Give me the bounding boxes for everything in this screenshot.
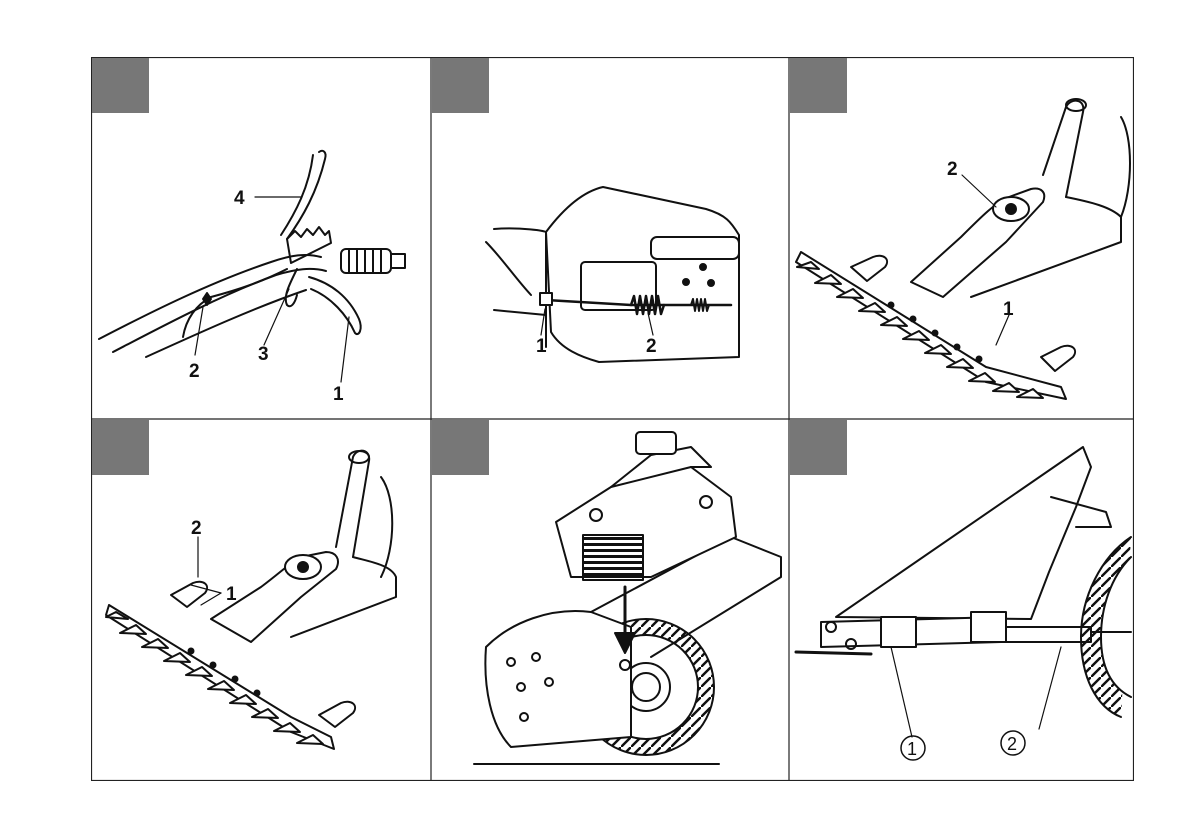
callout-1: 1 <box>333 384 344 405</box>
figure-sheet: 4 2 3 1 1 2 <box>91 57 1134 781</box>
cutter-mount-drawing <box>796 99 1130 399</box>
panel-4: 2 1 <box>92 420 396 749</box>
engine-wheel-drawing <box>474 432 781 764</box>
figure-grid: 4 2 3 1 1 2 <box>91 57 1134 781</box>
panel-6: 1 2 <box>790 420 1131 760</box>
callout-2: 2 <box>189 361 200 382</box>
callout-2: 2 <box>947 159 958 180</box>
callout-4: 4 <box>234 188 245 209</box>
handlebar-drawing <box>99 151 405 382</box>
housing-drawing <box>486 187 739 362</box>
panel-3: 2 1 <box>790 58 1130 399</box>
guard-drawing <box>796 447 1131 760</box>
panel-5-number-badge <box>432 420 489 475</box>
panel-2: 1 2 <box>432 58 739 362</box>
panel-2-number-badge <box>432 58 489 113</box>
panel-6-number-badge <box>790 420 847 475</box>
callout-2: 2 <box>191 518 202 539</box>
callout-1: 1 <box>536 336 547 357</box>
panel-1-number-badge <box>92 58 149 113</box>
callout-2: 2 <box>646 336 657 357</box>
panel-3-number-badge <box>790 58 847 113</box>
callout-1: 1 <box>226 584 237 605</box>
blades-drawing <box>106 451 396 749</box>
callout-1: 1 <box>1003 299 1014 320</box>
callout-1: 1 <box>907 739 917 759</box>
panel-4-number-badge <box>92 420 149 475</box>
callout-2: 2 <box>1007 734 1017 754</box>
callout-3: 3 <box>258 344 269 365</box>
panel-5 <box>432 420 781 764</box>
panel-1: 4 2 3 1 <box>92 58 405 405</box>
